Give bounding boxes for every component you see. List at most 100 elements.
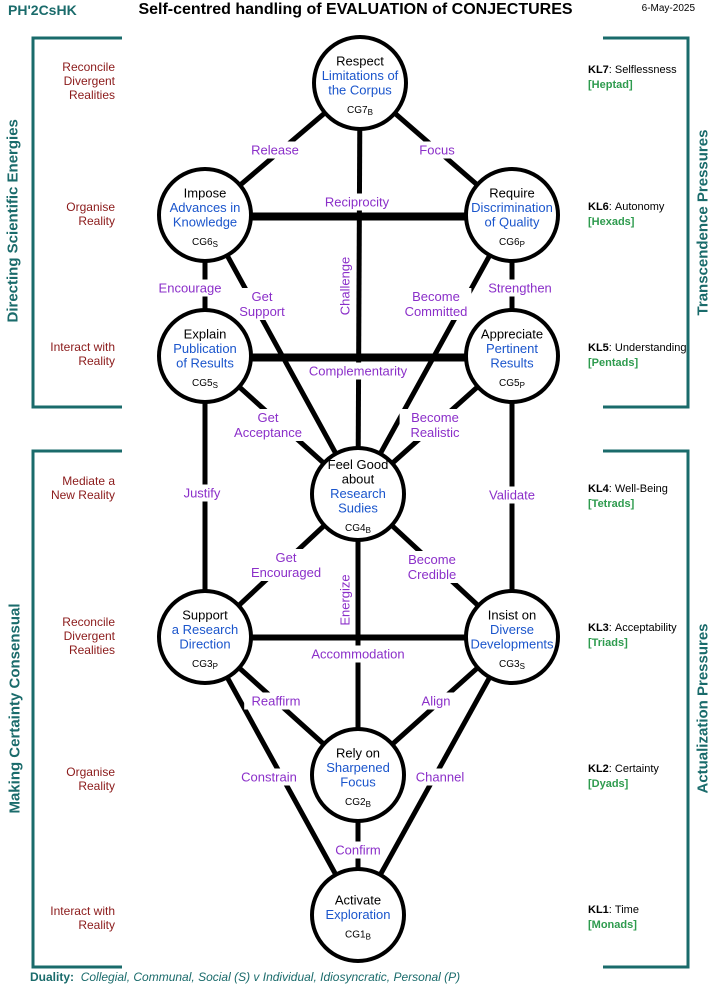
- node-code: CG7B: [347, 105, 373, 117]
- bracket-top-left: [31, 36, 122, 409]
- node-subtitle: of Quality: [485, 214, 540, 229]
- level-kl3: KL3: Acceptability [Triads]: [588, 622, 677, 649]
- node-subtitle: Limitations of: [322, 68, 399, 83]
- node-circle: [157, 308, 253, 404]
- edge-label-text: Get: [258, 410, 279, 425]
- node-code: CG5S: [192, 378, 218, 390]
- node-title: Activate: [335, 893, 381, 908]
- edge-label-cg7-cg6p: Focus: [416, 141, 458, 159]
- edge-label-text: Complementarity: [309, 364, 408, 379]
- edge-cg7-cg4: [355, 82, 363, 495]
- edge-label-text: Realistic: [410, 425, 460, 440]
- edge-label-cg5s-cg5p: Complementarity: [301, 362, 415, 380]
- node-subtitle: Direction: [179, 636, 230, 651]
- level-kl7: KL7: Selflessness [Heptad]: [588, 64, 677, 91]
- edge-label-text: Release: [251, 143, 299, 158]
- node-circle: [464, 308, 560, 404]
- edge-label-cg5p-cg3s: Validate: [480, 486, 544, 504]
- node-circle: [464, 589, 560, 685]
- node-code: CG5P: [499, 378, 525, 390]
- level-kl5: KL5: Understanding [Pentads]: [588, 342, 687, 369]
- edge-label-text: Validate: [489, 488, 535, 503]
- edge-label-text: Challenge: [338, 257, 353, 316]
- node-title: about: [342, 472, 375, 487]
- edge-label-text: Confirm: [335, 843, 381, 858]
- edge-label-text: Become: [411, 410, 459, 425]
- edge-label-cg5s-cg3p: Justify: [173, 484, 231, 502]
- edge-label-text: Acceptance: [234, 425, 302, 440]
- node-title: Require: [489, 185, 535, 200]
- edge-label-text: Encourage: [159, 281, 222, 296]
- node-title: Respect: [336, 53, 384, 68]
- edge-label-text: Get: [252, 289, 273, 304]
- node-title: Insist on: [488, 607, 536, 622]
- node-subtitle: Diverse: [490, 622, 534, 637]
- node-title: Explain: [184, 326, 227, 341]
- node-subtitle: Results: [490, 355, 534, 370]
- edge-label-cg7-cg6s: Release: [246, 141, 304, 159]
- edge-label-text: Focus: [419, 143, 455, 158]
- node-subtitle: Research: [330, 486, 386, 501]
- level-kl1: KL1: Time [Monads]: [588, 904, 639, 931]
- node-title: Support: [182, 607, 228, 622]
- node-title: Feel Good: [328, 457, 389, 472]
- edge-label-text: Strengthen: [488, 281, 552, 296]
- node-code: CG4B: [345, 523, 371, 535]
- level-kl4: KL4: Well-Being [Tetrads]: [588, 483, 668, 510]
- bracket-bottom-right: [603, 449, 690, 969]
- edge-label-text: Constrain: [241, 770, 297, 785]
- edge-label-cg6s-cg5s: Encourage: [154, 279, 226, 297]
- edge-label-cg3p-cg3s: Accommodation: [308, 645, 408, 663]
- node-circle: [312, 35, 408, 131]
- edge-label-cg2-cg1: Confirm: [329, 841, 387, 859]
- node-subtitle: Sharpened: [326, 760, 390, 775]
- level-kl2: KL2: Certainty [Dyads]: [588, 763, 659, 790]
- level-kl6: KL6: Autonomy [Hexads]: [588, 201, 665, 228]
- edge-label-text: Accommodation: [311, 647, 404, 662]
- node-subtitle: Focus: [340, 774, 376, 789]
- node-subtitle: Developments: [470, 636, 554, 651]
- edge-label-cg6p-cg5p: Strengthen: [481, 279, 559, 297]
- node-subtitle: Pertinent: [486, 341, 538, 356]
- footer-duality: Duality: Collegial, Communal, Social (S)…: [30, 970, 461, 984]
- node-code: CG2B: [345, 797, 371, 809]
- edge-label-text: Reciprocity: [325, 195, 390, 210]
- header-code: PH'2CsHK: [8, 2, 77, 18]
- node-code: CG6S: [192, 237, 218, 249]
- edge-label-cg3p-cg2: Reaffirm: [244, 692, 308, 710]
- edge-label-text: Align: [422, 694, 451, 709]
- node-subtitle: Advances in: [170, 200, 241, 215]
- edge-label-text: Become: [412, 289, 460, 304]
- node-circle: [157, 167, 253, 263]
- edge-label-cg3s-cg1: Channel: [411, 768, 469, 786]
- node-subtitle: Publication: [173, 341, 237, 356]
- node-title: Appreciate: [481, 326, 543, 341]
- edge-label-text: Channel: [416, 770, 465, 785]
- edge-label-cg4-cg2: Energize: [336, 568, 354, 632]
- bracket-top-right: [603, 36, 690, 409]
- node-circle: [310, 727, 406, 823]
- edge-label-text: Become: [408, 552, 456, 567]
- edge-label-cg7-cg4: Challenge: [336, 250, 354, 322]
